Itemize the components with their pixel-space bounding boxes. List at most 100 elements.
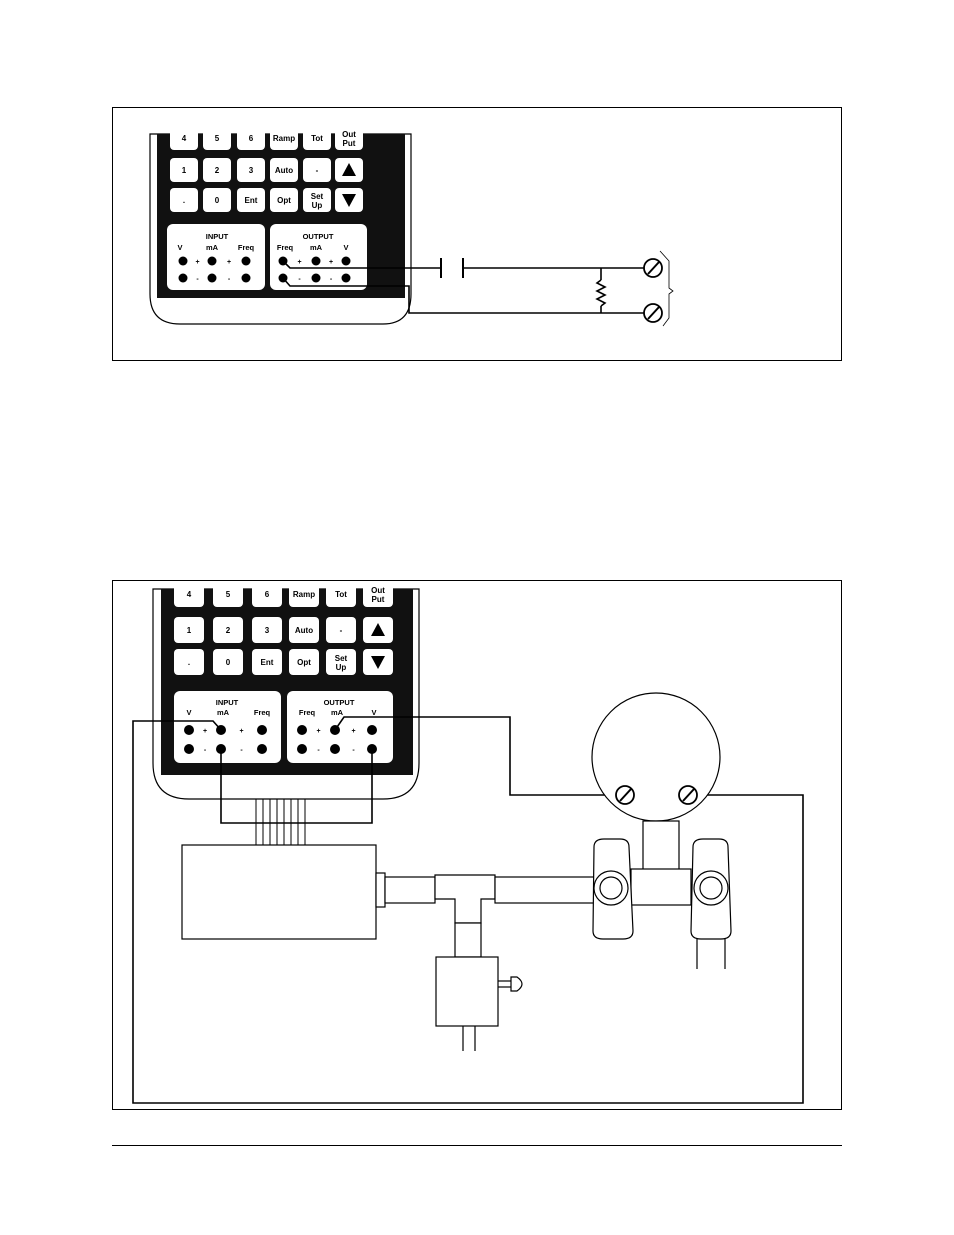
module-fitting: [376, 873, 385, 907]
jack-plus: [184, 725, 194, 735]
output-label-ma: mA: [310, 243, 323, 252]
key-1-1: 2: [213, 617, 243, 643]
key-label: 0: [215, 196, 220, 205]
key-1-0: 1: [174, 617, 204, 643]
key-label: 5: [226, 590, 231, 599]
key-label: .: [183, 196, 185, 205]
key-label: 6: [249, 134, 254, 143]
key-label: 5: [215, 134, 220, 143]
key-label: 1: [182, 166, 187, 175]
output-panel-title: OUTPUT: [324, 698, 355, 707]
key-label: Tot: [311, 134, 323, 143]
key-label: -: [340, 626, 343, 635]
jack-plus: [242, 257, 251, 266]
plus-sign: +: [227, 259, 231, 266]
key-2-1: 0: [213, 649, 243, 675]
output-label-freq: Freq: [299, 708, 316, 717]
key-label: Put: [343, 139, 356, 148]
key-1-2: 3: [252, 617, 282, 643]
input-panel-title: INPUT: [206, 232, 229, 241]
jack-minus: [312, 274, 321, 283]
input-panel-title: INPUT: [216, 698, 239, 707]
jack-minus: [208, 274, 217, 283]
jack-minus: [179, 274, 188, 283]
jack-plus: [208, 257, 217, 266]
jack-minus: [257, 744, 267, 754]
key-0-1: 5: [213, 581, 243, 607]
jack-plus: [257, 725, 267, 735]
key-0-4: Tot: [303, 126, 331, 150]
key-2-3: Opt: [289, 649, 319, 675]
key-0-2: 6: [237, 126, 265, 150]
key-0-3: Ramp: [289, 581, 319, 607]
output-panel-title: OUTPUT: [303, 232, 334, 241]
input-label-freq: Freq: [238, 243, 255, 252]
jack-plus: [179, 257, 188, 266]
footer-rule: [112, 1145, 842, 1146]
jack-minus: [342, 274, 351, 283]
key-label: Opt: [277, 196, 291, 205]
key-label: 1: [187, 626, 192, 635]
hand-pump: [436, 957, 522, 1026]
key-0-0: 4: [174, 581, 204, 607]
jack-plus: [297, 725, 307, 735]
key-label: Auto: [295, 626, 313, 635]
key-label: 3: [265, 626, 270, 635]
input-panel: INPUT V mA Freq +-+-: [167, 224, 265, 290]
module-cable: [256, 799, 305, 845]
jack-minus: [330, 744, 340, 754]
key-label: Out: [342, 130, 356, 139]
key-label: 3: [249, 166, 254, 175]
plus-sign: +: [203, 728, 207, 735]
key-label: 0: [226, 658, 231, 667]
jack-minus: [184, 744, 194, 754]
transmitter-terminal-left: [616, 786, 634, 804]
key-label: Ramp: [273, 134, 295, 143]
plus-sign: +: [297, 259, 301, 266]
input-label-freq: Freq: [254, 708, 271, 717]
key-1-3: Auto: [289, 617, 319, 643]
output-label-v: V: [371, 708, 376, 717]
jack-minus: [297, 744, 307, 754]
input-label-v: V: [186, 708, 191, 717]
key-1-2: 3: [237, 158, 265, 182]
input-label-ma: mA: [217, 708, 230, 717]
key-1-0: 1: [170, 158, 198, 182]
key-label: 2: [226, 626, 231, 635]
key-label: Set: [335, 654, 348, 663]
key-2-2: Ent: [237, 188, 265, 212]
key-label: Ent: [245, 196, 258, 205]
key-1-4: -: [303, 158, 331, 182]
output-panel: OUTPUT Freq mA V +-+-: [287, 691, 393, 763]
key-1-5: [363, 617, 393, 643]
key-label: 2: [215, 166, 220, 175]
key-label: 4: [182, 134, 187, 143]
terminal-top: [644, 259, 662, 277]
key-label: .: [188, 658, 190, 667]
key-0-3: Ramp: [270, 126, 298, 150]
input-label-v: V: [177, 243, 182, 252]
key-label: Ent: [261, 658, 274, 667]
key-label: -: [316, 166, 319, 175]
key-label: Opt: [297, 658, 311, 667]
output-label-v: V: [343, 243, 348, 252]
key-1-4: -: [326, 617, 356, 643]
key-label: Ramp: [293, 590, 315, 599]
plus-sign: +: [329, 259, 333, 266]
key-2-1: 0: [203, 188, 231, 212]
key-label: 4: [187, 590, 192, 599]
plus-sign: +: [239, 728, 243, 735]
key-label: Out: [371, 586, 385, 595]
key-label: Up: [312, 201, 323, 210]
figure-2-transmitter-test-setup: 456RampTotOutPut123Auto-.0EntOptSetUp IN…: [112, 580, 842, 1110]
key-0-4: Tot: [326, 581, 356, 607]
key-0-1: 5: [203, 126, 231, 150]
key-2-0: .: [174, 649, 204, 675]
